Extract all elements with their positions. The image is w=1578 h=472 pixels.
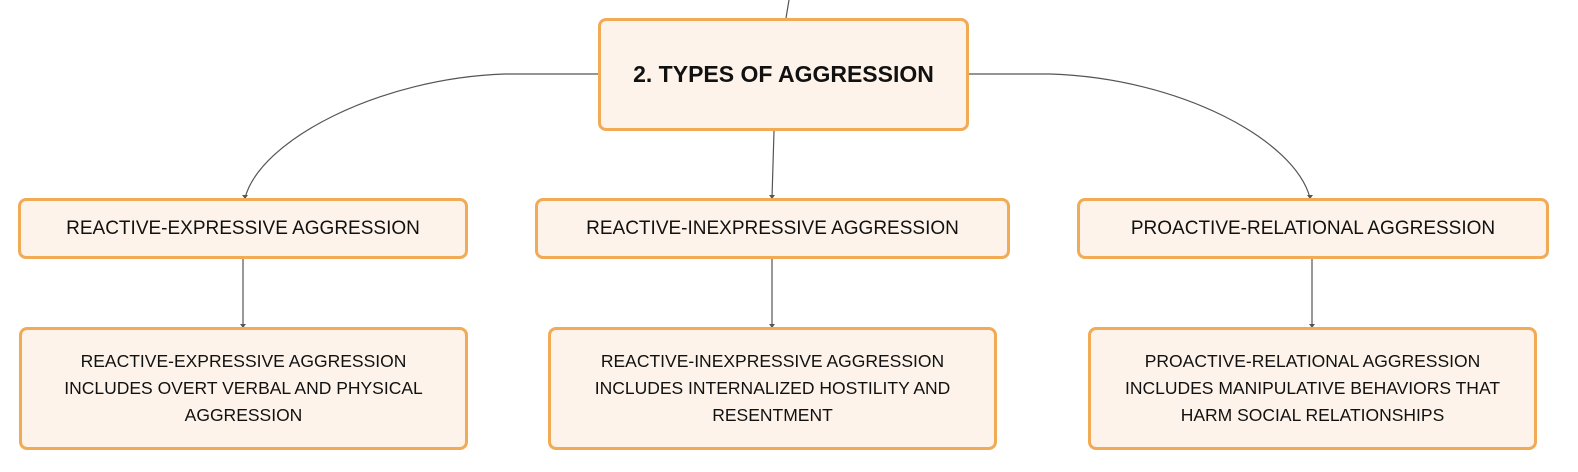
subtopic-node-proactive-relational[interactable]: PROACTIVE-RELATIONAL AGGRESSION [1077,198,1549,259]
description-node-reactive-inexpressive[interactable]: REACTIVE-INEXPRESSIVE AGGRESSION INCLUDE… [548,327,997,450]
subtopic-label: REACTIVE-INEXPRESSIVE AGGRESSION [586,218,959,239]
connector-root-to-left [244,73,598,199]
description-node-reactive-expressive[interactable]: REACTIVE-EXPRESSIVE AGGRESSION INCLUDES … [19,327,468,450]
root-topic-label: 2. TYPES OF AGGRESSION [633,61,934,87]
description-text: REACTIVE-INEXPRESSIVE AGGRESSION INCLUDE… [594,351,951,425]
arrowhead [240,324,246,328]
arrowhead [1307,195,1313,199]
arrowhead [769,324,775,328]
connector-root-to-right [969,73,1311,199]
incoming-connector [785,0,790,19]
root-topic-node[interactable]: 2. TYPES OF AGGRESSION [598,18,969,131]
subtopic-label: PROACTIVE-RELATIONAL AGGRESSION [1130,218,1496,239]
subtopic-node-reactive-inexpressive[interactable]: REACTIVE-INEXPRESSIVE AGGRESSION [535,198,1010,259]
connector-root-to-mid [771,130,775,199]
subtopic-label: REACTIVE-EXPRESSIVE AGGRESSION [66,218,420,239]
arrowhead [769,195,775,199]
description-node-proactive-relational[interactable]: PROACTIVE-RELATIONAL AGGRESSION INCLUDES… [1088,327,1537,450]
arrowhead [242,195,248,199]
subtopic-node-reactive-expressive[interactable]: REACTIVE-EXPRESSIVE AGGRESSION [18,198,468,259]
arrowhead [1309,324,1315,328]
description-text: REACTIVE-EXPRESSIVE AGGRESSION INCLUDES … [64,351,423,425]
description-text: PROACTIVE-RELATIONAL AGGRESSION INCLUDES… [1124,351,1501,425]
